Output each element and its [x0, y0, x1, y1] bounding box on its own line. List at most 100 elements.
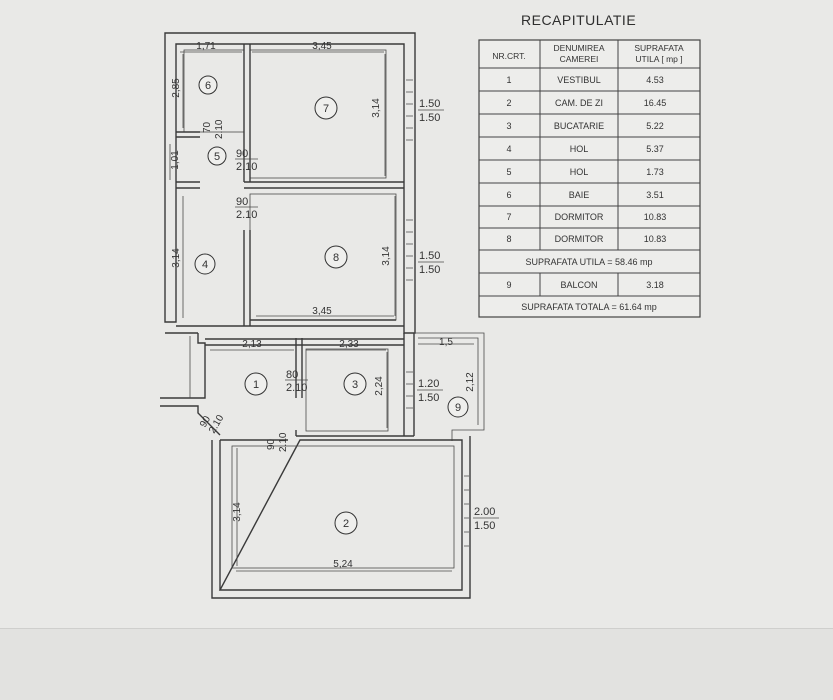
dim-213: 2,13 [242, 339, 262, 350]
dim-314-r4: 3,14 [171, 248, 182, 268]
table-row: 7 DORMITOR 10.83 [506, 212, 666, 222]
window-3-width: 1.20 [418, 378, 439, 390]
balcony-outline [414, 332, 485, 441]
dim-212: 2,12 [465, 372, 476, 392]
walls [160, 32, 485, 599]
row-4-nr: 4 [506, 144, 511, 154]
dim-314-r8: 3,14 [381, 246, 392, 266]
door-3-width: 80 [286, 369, 298, 381]
room-3-circle [343, 372, 367, 396]
window-8-width: 1.50 [419, 250, 440, 262]
dim-285: 2,85 [171, 78, 182, 98]
row-2-name: CAM. DE ZI [555, 98, 603, 108]
row-7-name: DORMITOR [555, 212, 604, 222]
header-area-line2: UTILA [ mp ] [635, 54, 682, 64]
recap-table-frame [478, 39, 701, 318]
room-2-circle [334, 511, 358, 535]
row-1-area: 4.53 [646, 75, 664, 85]
door-6-height: 2.10 [214, 119, 225, 139]
row-6-area: 3.51 [646, 190, 664, 200]
dim-15: 1,5 [439, 337, 453, 348]
room-1-number: 1 [253, 379, 259, 391]
recap-table: NR.CRT. DENUMIREA CAMEREI SUPRAFATA UTIL… [478, 39, 701, 318]
room-markers: 6 7 5 4 8 1 3 9 2 [194, 75, 469, 535]
row-7-area: 10.83 [644, 212, 667, 222]
door-2-width: 90 [266, 438, 277, 450]
door-5-height: 2.10 [236, 161, 257, 173]
row-5-area: 1.73 [646, 167, 664, 177]
total-text: SUPRAFATA TOTALA = 61.64 mp [521, 302, 656, 312]
row-9-name: BALCON [560, 280, 597, 290]
room-4-circle [194, 253, 216, 275]
room-4-number: 4 [202, 259, 208, 271]
header-name-line2: CAMEREI [560, 54, 599, 64]
room-1-circle [244, 372, 268, 396]
dim-314-r7: 3,14 [371, 98, 382, 118]
row-3-nr: 3 [506, 121, 511, 131]
room-8-circle [324, 245, 348, 269]
dim-345-top: 3,45 [312, 41, 332, 52]
door-1-width: 90 [198, 414, 213, 430]
door-5-width: 90 [236, 148, 248, 160]
table-row: 6 BAIE 3.51 [506, 190, 663, 200]
row-1-nr: 1 [506, 75, 511, 85]
dim-224: 2,24 [374, 376, 385, 396]
table-row: 9 BALCON 3.18 [506, 280, 663, 290]
room-3-outline [305, 348, 389, 432]
header-name-line1: DENUMIREA [553, 43, 604, 53]
door-1-height: 2.10 [207, 413, 226, 436]
table-row: 2 CAM. DE ZI 16.45 [506, 98, 666, 108]
paper-edge [0, 628, 833, 700]
dim-101: 1,01 [170, 150, 181, 170]
dim-345-mid: 3,45 [312, 306, 332, 317]
window-hatches [406, 79, 469, 547]
window-7-width: 1.50 [419, 98, 440, 110]
room-9-number: 9 [455, 402, 461, 414]
window-3-hatch [406, 371, 413, 409]
window-8-hatch [406, 219, 413, 281]
window-7-hatch [406, 79, 413, 141]
table-row: 3 BUCATARIE 5.22 [506, 121, 663, 131]
window-2-width: 2.00 [474, 506, 495, 518]
table-row: 8 DORMITOR 10.83 [506, 234, 666, 244]
row-8-nr: 8 [506, 234, 511, 244]
door-6-width: 70 [202, 121, 213, 133]
room-2-outer [211, 436, 471, 599]
row-6-name: BAIE [569, 190, 590, 200]
room-2-walls [218, 439, 463, 591]
window-2-height: 1.50 [474, 520, 495, 532]
subtotal-text: SUPRAFATA UTILA = 58.46 mp [526, 257, 653, 267]
dim-233: 2,33 [339, 339, 359, 350]
window-8-height: 1.50 [419, 264, 440, 276]
window-3-height: 1.50 [418, 392, 439, 404]
row-8-name: DORMITOR [555, 234, 604, 244]
dimension-text: 1,71 3,45 3,45 2,13 2,33 1,5 5,24 2,85 1… [170, 41, 476, 570]
dim-171: 1,71 [196, 41, 216, 52]
row-5-name: HOL [570, 167, 589, 177]
table-row: 1 VESTIBUL 4.53 [506, 75, 663, 85]
row-4-area: 5.37 [646, 144, 664, 154]
door-8-width: 90 [236, 196, 248, 208]
outer-wall-upper [164, 32, 416, 334]
room-8-outline [249, 193, 397, 321]
balcony-inner [418, 337, 479, 425]
room-6-circle [198, 75, 218, 95]
recap-title: RECAPITULATIE [521, 12, 637, 28]
row-6-nr: 6 [506, 190, 511, 200]
header-area-line1: SUPRAFATA [634, 43, 684, 53]
row-8-area: 10.83 [644, 234, 667, 244]
room-7-number: 7 [323, 103, 329, 115]
row-9-nr: 9 [506, 280, 511, 290]
dim-314-r2: 3,14 [232, 502, 243, 522]
row-4-name: HOL [570, 144, 589, 154]
room-9-circle [447, 396, 469, 418]
room-7-circle [314, 96, 338, 120]
room-2-number: 2 [343, 518, 349, 530]
room-6-number: 6 [205, 80, 211, 92]
row-7-nr: 7 [506, 212, 511, 222]
room-5-circle [207, 146, 227, 166]
table-row: 4 HOL 5.37 [506, 144, 663, 154]
row-3-name: BUCATARIE [554, 121, 604, 131]
opening-labels: 1.50 1.50 1.50 1.50 1.20 1.50 2.00 1.50 … [198, 98, 499, 532]
